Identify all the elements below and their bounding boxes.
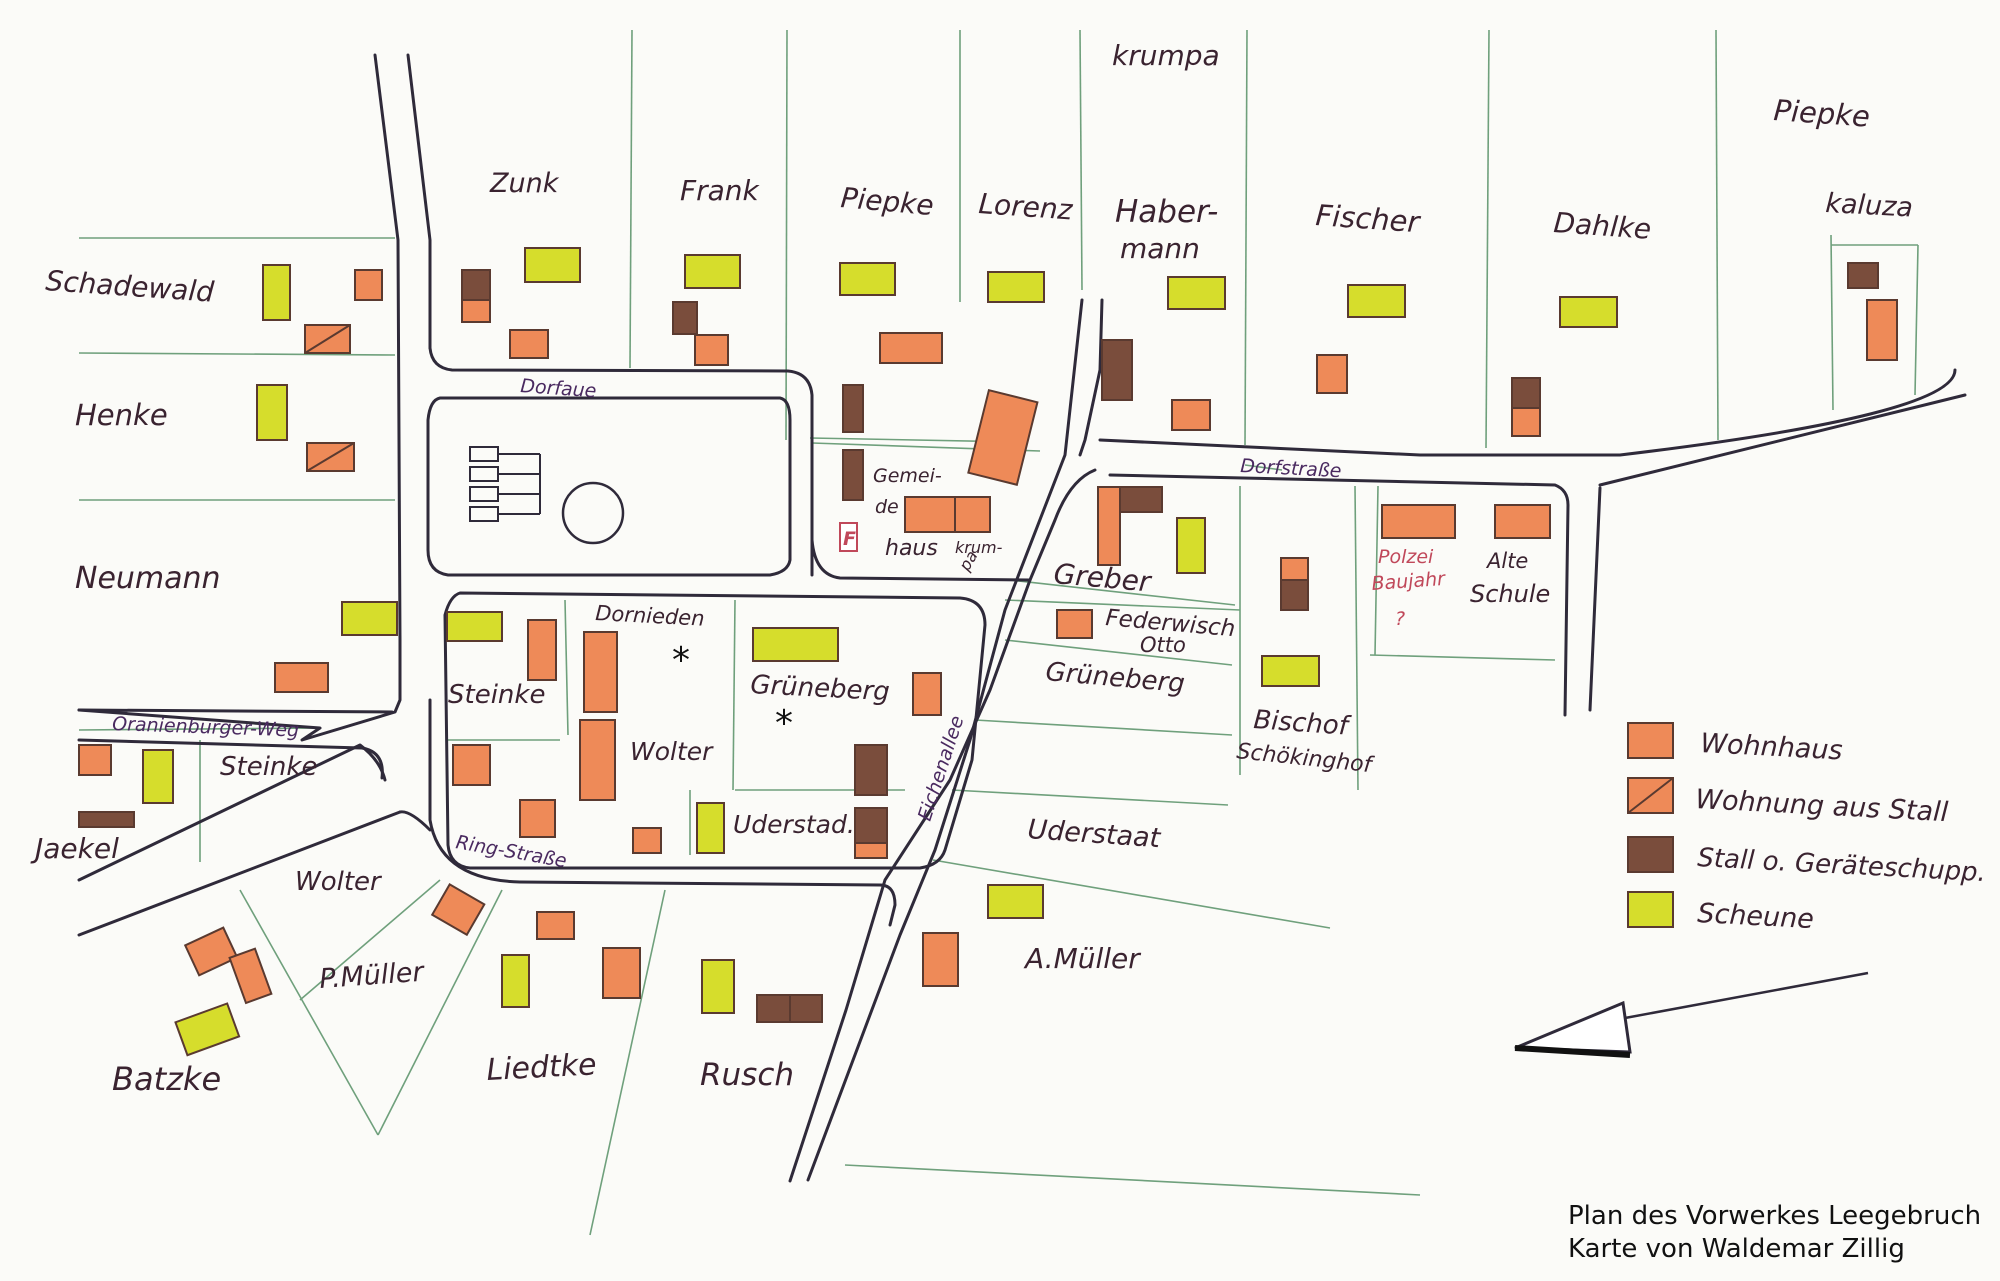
legend-swatch-scheune <box>1627 891 1674 928</box>
street-dorfstrasse: Dorfstraße <box>1240 455 1342 482</box>
label-p-mueller: P.Müller <box>318 957 426 995</box>
label-piepke: Piepke <box>839 181 935 222</box>
street-dorfaue: Dorfaue <box>520 375 597 402</box>
label-wolter-center: Wolter <box>630 737 714 766</box>
legend-swatch-wohnhaus <box>1627 722 1674 759</box>
label-steinke-left: Steinke <box>220 752 317 782</box>
star-marker-1: * <box>672 640 690 681</box>
fire-station-marker <box>839 522 858 552</box>
label-uderstadt-center: Uderstad. <box>733 810 855 839</box>
label-gemeindehaus-2: de <box>875 496 899 518</box>
buildings <box>78 247 1898 1057</box>
legend: Wohnhaus Wohnung aus Stall Stall o. Gerä… <box>1627 722 1987 935</box>
label-habermann-2: mann <box>1120 232 1200 265</box>
label-piepke-top: Piepke <box>1773 93 1872 134</box>
label-grueneberg-right: Grüneberg <box>1044 657 1186 699</box>
label-grueneberg-center: Grüneberg <box>750 670 891 707</box>
caption-author: Karte von Waldemar Zillig <box>1568 1234 1905 1264</box>
label-lorenz: Lorenz <box>978 187 1075 227</box>
label-alte-schule-1: Alte <box>1485 549 1528 573</box>
legend-label-stall: Stall o. Geräteschupp. <box>1697 843 1987 888</box>
owner-labels: krumpa Piepke Zunk Frank Piepke Lorenz H… <box>30 39 1914 1098</box>
property-lines <box>78 29 1919 1236</box>
street-oranienburger-weg: Oranienburger-Weg <box>112 713 300 742</box>
label-habermann-1: Haber- <box>1115 194 1218 230</box>
label-polizei-1: Polzei <box>1378 546 1434 568</box>
north-arrow-icon <box>1514 971 1869 1058</box>
label-liedtke: Liedtke <box>486 1047 598 1088</box>
label-kaluza: kaluza <box>1825 188 1914 224</box>
legend-label-wohnung-aus-stall: Wohnung aus Stall <box>1695 784 1950 828</box>
label-bischof: Bischof <box>1253 705 1353 742</box>
label-henke: Henke <box>75 398 168 432</box>
dorfaue-features <box>469 446 625 545</box>
label-zunk: Zunk <box>489 168 560 199</box>
label-gemeindehaus-3: haus <box>885 536 938 561</box>
label-gemeindehaus-1: Gemei- <box>873 465 942 487</box>
label-polizei-3: ? <box>1395 608 1405 630</box>
star-marker-2: * <box>775 703 793 744</box>
label-federwisch-2: Otto <box>1140 633 1186 657</box>
label-rusch: Rusch <box>700 1057 794 1093</box>
label-krumpa-small-1: krum- <box>955 538 1003 557</box>
label-schoekinghof: Schökinghof <box>1235 739 1375 778</box>
label-uderstaat-right: Uderstaat <box>1027 814 1163 854</box>
label-steinke-center: Steinke <box>448 680 545 710</box>
label-dahlke: Dahlke <box>1553 206 1653 246</box>
label-greber: Greber <box>1052 557 1153 598</box>
label-neumann: Neumann <box>75 561 221 596</box>
roads <box>77 53 1967 1183</box>
label-wolter-left: Wolter <box>295 867 383 897</box>
label-schadewald: Schadewald <box>45 264 216 309</box>
legend-swatch-stall <box>1627 836 1674 873</box>
legend-label-wohnhaus: Wohnhaus <box>1700 728 1844 766</box>
label-batzke: Batzke <box>112 1060 221 1098</box>
label-jaekel: Jaekel <box>30 832 119 865</box>
label-a-mueller: A.Müller <box>1023 942 1141 975</box>
label-frank: Frank <box>680 174 761 207</box>
label-krumpa-top: krumpa <box>1112 39 1220 72</box>
label-fischer: Fischer <box>1315 198 1423 239</box>
label-dornieden: Dornieden <box>595 601 705 631</box>
caption-title: Plan des Vorwerkes Leegebruch <box>1568 1201 1982 1231</box>
legend-label-scheune: Scheune <box>1697 898 1815 935</box>
map-caption: Plan des Vorwerkes Leegebruch Karte von … <box>1568 1200 1981 1266</box>
label-alte-schule-2: Schule <box>1470 580 1550 608</box>
label-polizei-2: Baujahr <box>1371 568 1447 595</box>
fire-station-label: F <box>843 528 856 550</box>
